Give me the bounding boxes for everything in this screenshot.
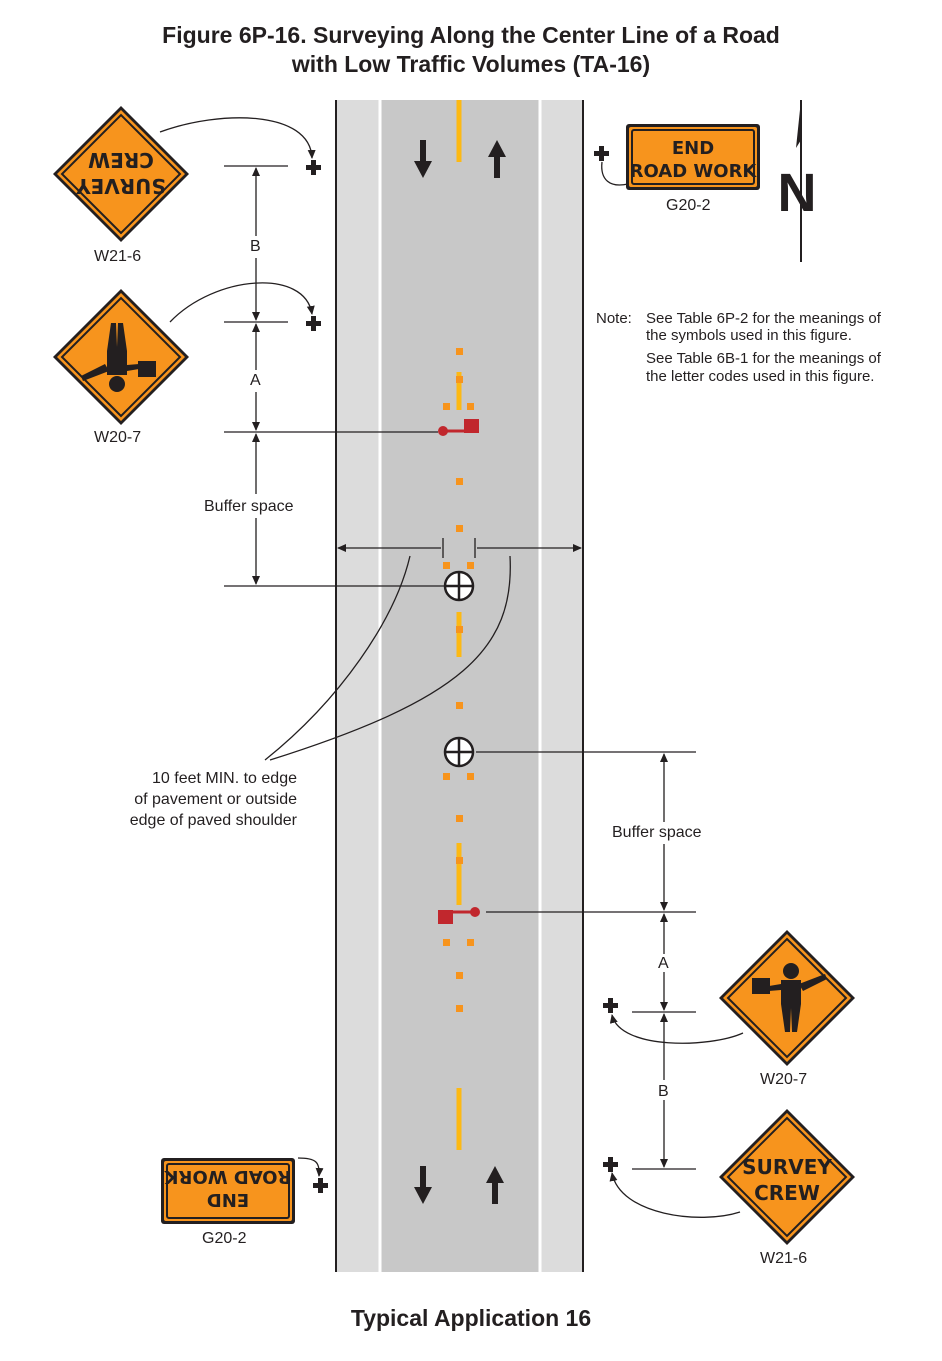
north-arrow-icon bbox=[796, 100, 801, 148]
note-line2: the symbols used in this figure. bbox=[646, 327, 852, 344]
cone-icon bbox=[443, 939, 450, 946]
arrow-up-icon bbox=[488, 140, 506, 178]
cone-icon bbox=[467, 773, 474, 780]
sign-code-g20-2-north: G20-2 bbox=[666, 197, 711, 214]
sign-legend-line2: CREW bbox=[88, 148, 154, 172]
flag-icon bbox=[464, 419, 479, 433]
sign-legend-line2: ROAD WORK bbox=[164, 1166, 292, 1187]
sign-w21-6-north: SURVEY CREW bbox=[53, 106, 189, 242]
sign-legend-line1: SURVEY bbox=[76, 174, 166, 198]
sign-marker-icon bbox=[594, 146, 609, 161]
arrow-up-icon bbox=[486, 1166, 504, 1204]
sign-leaders bbox=[159, 117, 744, 1218]
travel-lanes bbox=[380, 100, 540, 1272]
cone-icon bbox=[456, 348, 463, 355]
sign-code-w20-7-south: W20-7 bbox=[760, 1071, 808, 1088]
sign-marker-icon bbox=[603, 1157, 618, 1172]
sign-w21-6-south: SURVEY CREW bbox=[719, 1109, 855, 1245]
shoulder-left bbox=[336, 100, 380, 1272]
sign-marker-icon bbox=[306, 316, 321, 331]
traffic-arrows bbox=[414, 140, 506, 1204]
flagger-symbol-south bbox=[438, 907, 480, 924]
note-line4: the letter codes used in this figure. bbox=[646, 368, 875, 385]
sign-legend-line2: ROAD WORK bbox=[630, 161, 758, 182]
note-line1: See Table 6P-2 for the meanings of bbox=[646, 310, 881, 327]
flagger-pictograph-icon bbox=[752, 963, 827, 1032]
sign-code-g20-2-south: G20-2 bbox=[202, 1230, 247, 1247]
cone-icon bbox=[456, 815, 463, 822]
cone-icon bbox=[443, 562, 450, 569]
sign-code-w20-7-north: W20-7 bbox=[94, 429, 142, 446]
typical-application-caption: Typical Application 16 bbox=[350, 1305, 592, 1331]
flagger-icon bbox=[438, 426, 448, 436]
arrow-down-icon bbox=[414, 140, 432, 178]
sign-g20-2-south: END ROAD WORK bbox=[161, 1158, 295, 1224]
cone-icon bbox=[467, 403, 474, 410]
flagger-symbol-north bbox=[438, 419, 479, 436]
sign-location-markers bbox=[306, 146, 618, 1193]
cone-icon bbox=[456, 857, 463, 864]
sign-w20-7-north bbox=[53, 289, 189, 425]
cone-icon bbox=[467, 939, 474, 946]
sign-marker-icon bbox=[603, 998, 618, 1013]
north-arrow: N bbox=[778, 100, 817, 262]
dimension-label-a: A bbox=[658, 955, 669, 972]
figure-title-line1: Figure 6P-16. Surveying Along the Center… bbox=[162, 22, 780, 48]
clearance-dimension bbox=[264, 538, 582, 761]
channelizing-devices bbox=[443, 348, 474, 1012]
surveyor-symbol-south bbox=[443, 736, 475, 768]
north-label: N bbox=[778, 163, 817, 223]
sign-legend-line1: END bbox=[672, 138, 714, 159]
figure-title-line2: with Low Traffic Volumes (TA-16) bbox=[291, 51, 651, 77]
cone-icon bbox=[443, 403, 450, 410]
sign-marker-icon bbox=[313, 1178, 328, 1193]
cone-icon bbox=[456, 478, 463, 485]
sign-code-w21-6-south: W21-6 bbox=[760, 1250, 808, 1267]
shoulder-right bbox=[540, 100, 583, 1272]
dimensions-left bbox=[224, 165, 444, 587]
clearance-label-line1: 10 feet MIN. to edge bbox=[152, 770, 297, 787]
sign-g20-2-north: END ROAD WORK bbox=[626, 124, 760, 190]
sign-legend-line1: SURVEY bbox=[742, 1155, 832, 1179]
dimension-label-a: A bbox=[250, 372, 261, 389]
arrow-down-icon bbox=[414, 1166, 432, 1204]
sign-code-w21-6-north: W21-6 bbox=[94, 248, 142, 265]
dimension-label-b: B bbox=[250, 238, 261, 255]
dimensions-right bbox=[476, 751, 696, 1170]
clearance-label-line2: of pavement or outside bbox=[134, 791, 297, 808]
cone-icon bbox=[456, 972, 463, 979]
flagger-pictograph-icon bbox=[81, 323, 156, 392]
sign-legend-line2: CREW bbox=[754, 1181, 820, 1205]
cone-icon bbox=[467, 562, 474, 569]
cone-icon bbox=[443, 773, 450, 780]
cone-icon bbox=[456, 376, 463, 383]
sign-w20-7-south bbox=[719, 930, 855, 1066]
cone-icon bbox=[456, 702, 463, 709]
cone-icon bbox=[456, 525, 463, 532]
note-line3: See Table 6B-1 for the meanings of bbox=[646, 350, 881, 367]
sign-legend-line1: END bbox=[207, 1189, 249, 1210]
dimension-label-b: B bbox=[658, 1083, 669, 1100]
cone-icon bbox=[456, 1005, 463, 1012]
surveyor-symbol-north bbox=[443, 570, 475, 602]
buffer-space-label: Buffer space bbox=[612, 823, 702, 843]
sign-marker-icon bbox=[306, 160, 321, 175]
roadway bbox=[335, 100, 584, 1272]
clearance-label-line3: edge of paved shoulder bbox=[129, 812, 297, 829]
flagger-icon bbox=[470, 907, 480, 917]
note-prefix: Note: bbox=[596, 310, 632, 327]
flag-icon bbox=[438, 910, 453, 924]
cone-icon bbox=[456, 626, 463, 633]
buffer-space-label: Buffer space bbox=[204, 497, 294, 517]
